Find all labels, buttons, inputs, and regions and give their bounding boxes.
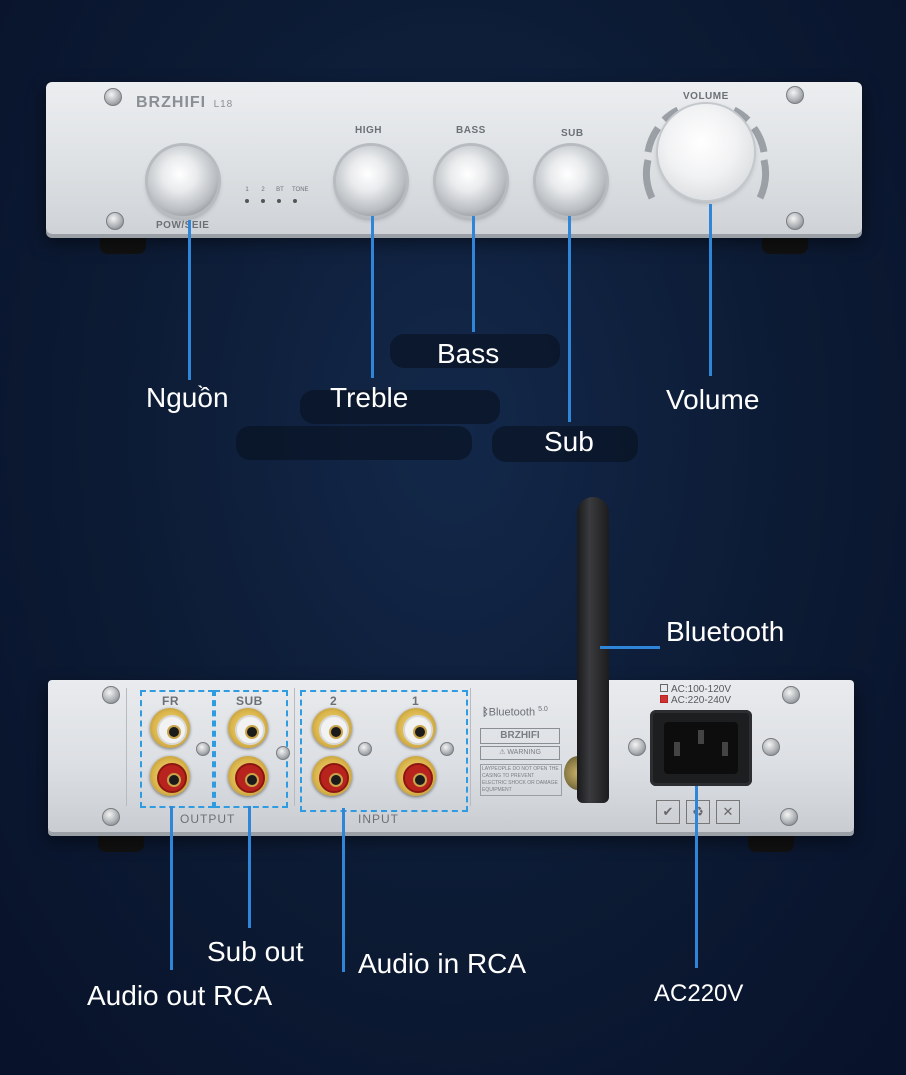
screw-icon — [782, 686, 800, 704]
front-foot-left — [100, 232, 146, 254]
volume-label: VOLUME — [683, 91, 729, 102]
model-label: L18 — [213, 99, 234, 110]
screw-icon — [780, 808, 798, 826]
sub-knob[interactable] — [536, 146, 606, 216]
label-backdrop — [492, 426, 638, 462]
sub-label: SUB — [561, 128, 584, 139]
callout-sub-label: Sub — [544, 426, 594, 457]
back-foot-right — [748, 830, 794, 852]
callout-ac-label: AC220V — [654, 980, 744, 1007]
panel-divider — [470, 688, 471, 806]
panel-divider — [126, 688, 127, 806]
indicator-label: BT — [276, 187, 284, 193]
screw-icon — [104, 88, 122, 106]
bluetooth-icon: ᛒ — [482, 706, 489, 719]
fr-channel-label: FR — [162, 694, 179, 708]
warning-text: LAYPEOPLE DO NOT OPEN THE CASING TO PREV… — [480, 764, 562, 796]
front-brand-logo: BRZHIFI L18 — [136, 94, 234, 111]
indicator-label: TONE — [292, 187, 309, 193]
input-indicators: 1 2 BT TONE — [242, 187, 312, 203]
rca-jack-white[interactable] — [312, 708, 352, 748]
back-brand-logo: BRZHIFI — [480, 728, 560, 744]
screw-icon — [106, 212, 124, 230]
callout-treble-label: Treble — [330, 382, 409, 413]
callout-line — [188, 220, 191, 380]
indicator-label: 2 — [261, 187, 265, 193]
rca-jack-red[interactable] — [228, 756, 268, 796]
screw-icon — [102, 808, 120, 826]
power-label: POW/SEIE — [156, 220, 210, 231]
indicator-led — [277, 199, 281, 203]
high-label: HIGH — [355, 125, 382, 136]
screw-icon — [102, 686, 120, 704]
input-2-label: 2 — [330, 694, 338, 708]
bass-label: BASS — [456, 125, 486, 136]
treble-knob[interactable] — [336, 146, 406, 216]
label-backdrop — [236, 426, 472, 460]
callout-line — [342, 808, 345, 972]
rca-jack-white[interactable] — [150, 708, 190, 748]
callout-line — [568, 216, 571, 422]
panel-divider — [294, 688, 295, 806]
callout-bluetooth-label: Bluetooth — [666, 616, 785, 647]
back-foot-left — [98, 830, 144, 852]
callout-line — [472, 216, 475, 332]
output-fr-group — [140, 690, 214, 808]
sub-channel-label: SUB — [236, 694, 263, 708]
callout-bass-label: Bass — [437, 338, 500, 369]
power-knob[interactable] — [148, 146, 218, 216]
recycle-icon: ♻ — [686, 800, 710, 824]
bass-knob[interactable] — [436, 146, 506, 216]
rca-jack-white[interactable] — [228, 708, 268, 748]
indicator-label: 1 — [245, 187, 249, 193]
screw-icon — [196, 742, 210, 756]
screw-icon — [358, 742, 372, 756]
rca-jack-red[interactable] — [312, 756, 352, 796]
callout-power-label: Nguồn — [146, 382, 229, 413]
volume-knob[interactable] — [658, 104, 754, 200]
screw-icon — [276, 746, 290, 760]
indicator-led — [245, 199, 249, 203]
checkmark-icon: ✔ — [656, 800, 680, 824]
label-backdrop — [390, 334, 560, 368]
callout-line — [600, 646, 660, 649]
callout-line — [248, 806, 251, 928]
input-section-label: INPUT — [358, 812, 399, 826]
rca-jack-white[interactable] — [396, 708, 436, 748]
warning-triangle-icon: ⚠ — [499, 749, 506, 756]
callout-line — [371, 216, 374, 378]
callout-audio-in-label: Audio in RCA — [358, 948, 527, 979]
front-foot-right — [762, 232, 808, 254]
callout-sub-out-label: Sub out — [207, 936, 304, 967]
warning-badge: ⚠ WARNING — [480, 746, 560, 760]
screw-icon — [628, 738, 646, 756]
iec-power-inlet[interactable] — [650, 710, 752, 786]
rca-jack-red[interactable] — [150, 756, 190, 796]
label-backdrop — [300, 390, 500, 424]
bluetooth-version: 5.0 — [538, 706, 548, 713]
bluetooth-antenna — [577, 497, 609, 803]
screw-icon — [762, 738, 780, 756]
input-1-label: 1 — [412, 694, 420, 708]
screw-icon — [786, 86, 804, 104]
certification-icons: ✔ ♻ ✕ — [656, 800, 740, 824]
input-group — [300, 690, 468, 812]
callout-audio-out-label: Audio out RCA — [87, 980, 273, 1011]
rca-jack-red[interactable] — [396, 756, 436, 796]
indicator-led — [261, 199, 265, 203]
screw-icon — [786, 212, 804, 230]
callout-volume-label: Volume — [666, 384, 760, 415]
callout-line — [170, 806, 173, 970]
ac-voltage-options: AC:100-120V AC:220-240V — [660, 684, 731, 706]
checkbox-checked-icon — [660, 695, 668, 703]
volume-scale-icon — [643, 106, 769, 200]
checkbox-empty-icon — [660, 684, 668, 692]
bin-crossed-icon: ✕ — [716, 800, 740, 824]
screw-icon — [440, 742, 454, 756]
callout-line — [709, 204, 712, 376]
indicator-led — [293, 199, 297, 203]
output-section-label: OUTPUT — [180, 812, 236, 826]
callout-line — [695, 786, 698, 968]
